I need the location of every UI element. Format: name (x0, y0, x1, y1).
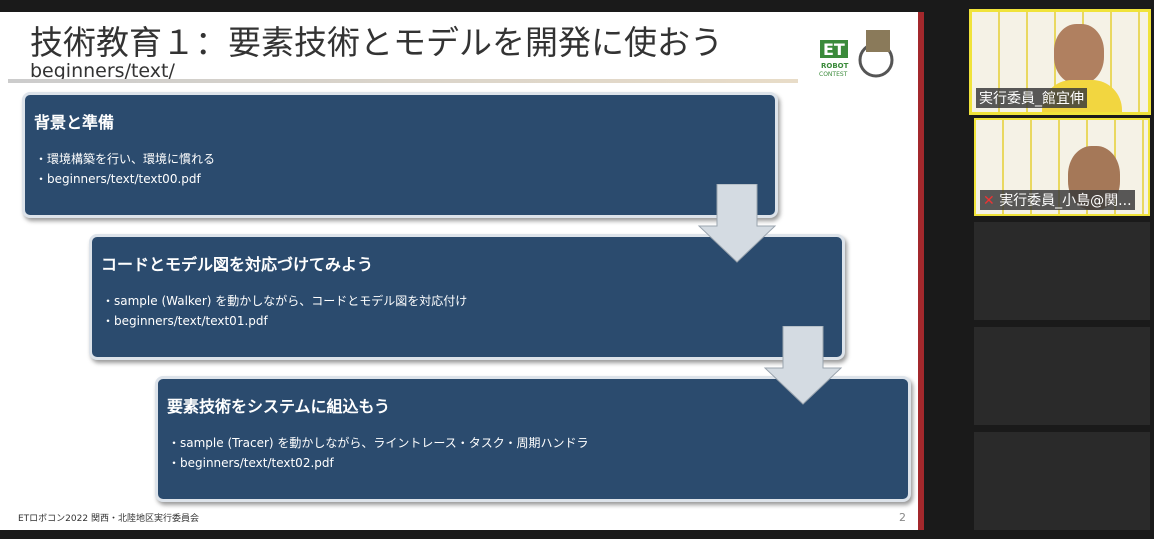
step-heading: 背景と準備 (34, 113, 115, 132)
empty-video-tile (974, 222, 1150, 320)
svg-text:ROBOT: ROBOT (821, 62, 849, 70)
svg-text:CONTEST: CONTEST (819, 71, 848, 78)
down-arrow-icon (697, 184, 777, 263)
slide-accent-bar (918, 12, 924, 530)
step-3-box: 要素技術をシステムに組込もう ・sample (Tracer) を動かしながら、… (155, 376, 911, 502)
participant-name: 実行委員_館宜伸 (976, 88, 1087, 108)
participant-video-1[interactable]: 実行委員_館宜伸 (969, 9, 1151, 115)
step-item: ・beginners/text/text01.pdf (102, 314, 268, 328)
slide-footer: ETロボコン2022 関西・北陸地区実行委員会 (18, 514, 199, 524)
empty-video-tile (974, 432, 1150, 530)
slide-subtitle: beginners/text/ (30, 60, 175, 82)
muted-icon: ✕ (983, 193, 1000, 209)
et-robocon-logo: ET ROBOT CONTEST (819, 30, 894, 78)
empty-video-tile (974, 327, 1150, 425)
participant-video-2[interactable]: ✕ 実行委員_小島@関... (974, 118, 1150, 216)
slide-title: 技術教育１：要素技術とモデルを開発に使おう (30, 23, 723, 62)
step-item: ・環境構築を行い、環境に慣れる (35, 152, 216, 166)
step-item: ・sample (Walker) を動かしながら、コードとモデル図を対応付け (102, 294, 468, 308)
step-item: ・beginners/text/text02.pdf (168, 456, 334, 470)
presentation-slide: 技術教育１：要素技術とモデルを開発に使おう beginners/text/ ET… (0, 12, 918, 530)
participant-name-text: 実行委員_小島@関... (999, 193, 1132, 209)
step-item: ・sample (Tracer) を動かしながら、ライントレース・タスク・周期ハ… (168, 436, 589, 450)
title-underline (8, 79, 798, 83)
step-heading: コードとモデル図を対応づけてみよう (101, 255, 374, 274)
step-item: ・beginners/text/text00.pdf (35, 172, 201, 186)
page-number: 2 (899, 511, 906, 524)
svg-text:ET: ET (823, 40, 845, 59)
participant-name: ✕ 実行委員_小島@関... (980, 190, 1135, 210)
step-heading: 要素技術をシステムに組込もう (167, 397, 391, 416)
down-arrow-icon (763, 326, 843, 405)
step-2-box: コードとモデル図を対応づけてみよう ・sample (Walker) を動かしな… (89, 234, 845, 360)
step-1-box: 背景と準備 ・環境構築を行い、環境に慣れる・beginners/text/tex… (22, 92, 778, 218)
